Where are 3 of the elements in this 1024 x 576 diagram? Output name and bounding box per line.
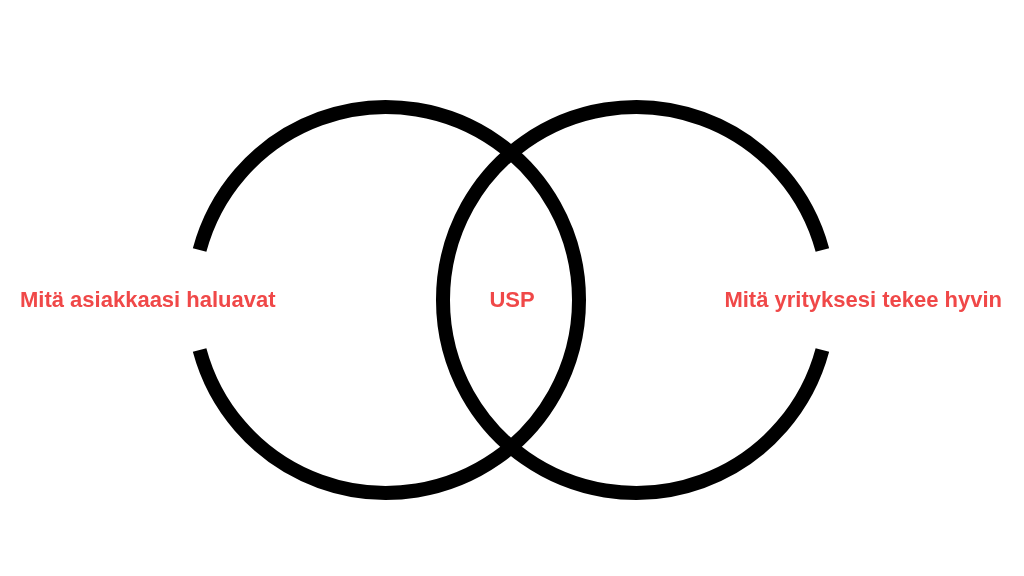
circle-label: Mitä yrityksesi tekee hyvin (724, 287, 1002, 313)
overlap-label: USP (489, 287, 535, 313)
circle-label: Mitä asiakkaasi haluavat (20, 287, 276, 313)
